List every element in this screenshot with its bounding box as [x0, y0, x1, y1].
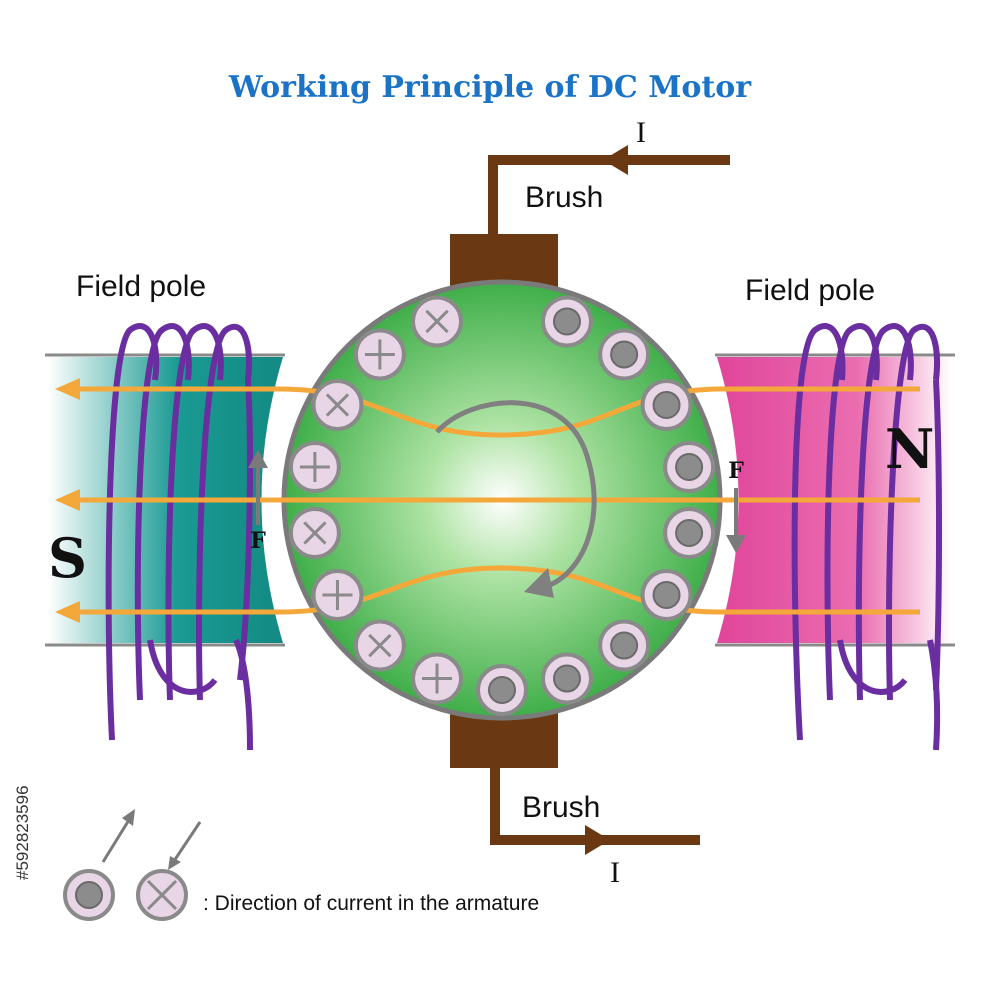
legend-dot-conductor-core — [75, 881, 103, 909]
conductor-current-in — [288, 441, 341, 494]
conductor-current-in — [288, 506, 341, 559]
legend-dot-arrowhead — [122, 809, 135, 826]
conductor-cross-line — [368, 633, 392, 658]
conductor-dot — [488, 676, 516, 704]
conductor-current-in — [411, 295, 464, 348]
top-current-label: I — [636, 116, 646, 149]
legend: : Direction of current in the armature — [63, 809, 539, 921]
conductor-dot — [675, 518, 704, 547]
right-field-pole-label: Field pole — [745, 274, 875, 307]
conductor-current-out — [640, 569, 693, 621]
right-force-arrowhead — [726, 535, 746, 553]
conductor-current-out — [598, 619, 651, 672]
legend-cross-arrow — [170, 821, 202, 865]
conductor-dot — [552, 307, 581, 336]
bottom-current-label: I — [610, 856, 620, 889]
legend-dot-conductor — [63, 869, 115, 921]
armature-conductors — [288, 295, 716, 716]
conductor-dot — [610, 631, 639, 660]
legend-text: : Direction of current in the armature — [203, 892, 539, 915]
conductor-current-out — [663, 441, 716, 494]
page-title: Working Principle of DC Motor — [228, 70, 752, 105]
legend-cross-conductor — [136, 869, 188, 921]
conductor-dot — [610, 340, 639, 369]
conductor-dot — [675, 453, 704, 482]
bottom-brush — [450, 712, 558, 768]
left-field-coil — [105, 323, 253, 751]
conductor-current-in — [353, 619, 406, 672]
top-current-arrow — [603, 145, 628, 175]
conductor-cross-line — [303, 521, 327, 545]
bottom-current-arrow — [585, 825, 610, 855]
conductor-current-out — [640, 379, 693, 431]
conductor-dot — [652, 391, 681, 419]
conductor-current-out — [476, 664, 528, 716]
left-force-arrowhead — [248, 450, 268, 468]
conductor-current-in — [311, 569, 364, 621]
rotation-arrow — [435, 400, 597, 591]
left-force-label: F — [250, 528, 266, 554]
rotation-arrowhead — [524, 568, 554, 598]
north-pole-label: N — [885, 417, 934, 481]
legend-dot-arrow — [101, 814, 134, 863]
conductor-current-out — [598, 328, 651, 381]
legend-cross-line-b — [146, 879, 178, 911]
bottom-brush-label: Brush — [522, 791, 600, 824]
right-field-coil — [791, 323, 942, 751]
conductor-cross-line — [425, 309, 449, 334]
conductor-current-out — [540, 652, 593, 705]
conductor-current-out — [540, 295, 593, 348]
right-force-label: F — [728, 458, 744, 484]
south-pole-label: S — [48, 526, 87, 590]
conductor-dot — [652, 581, 681, 609]
conductor-current-in — [411, 652, 464, 705]
conductor-dot — [552, 664, 581, 693]
conductor-current-in — [311, 379, 364, 431]
conductor-current-out — [663, 506, 716, 559]
conductor-cross-line — [325, 393, 350, 417]
left-field-pole-label: Field pole — [76, 270, 206, 303]
conductor-current-in — [353, 328, 406, 381]
side-watermark-text: #592823596 — [13, 785, 32, 880]
legend-cross-arrowhead — [168, 856, 181, 870]
top-brush-label: Brush — [525, 181, 603, 214]
flux-arrowheads — [55, 378, 80, 623]
